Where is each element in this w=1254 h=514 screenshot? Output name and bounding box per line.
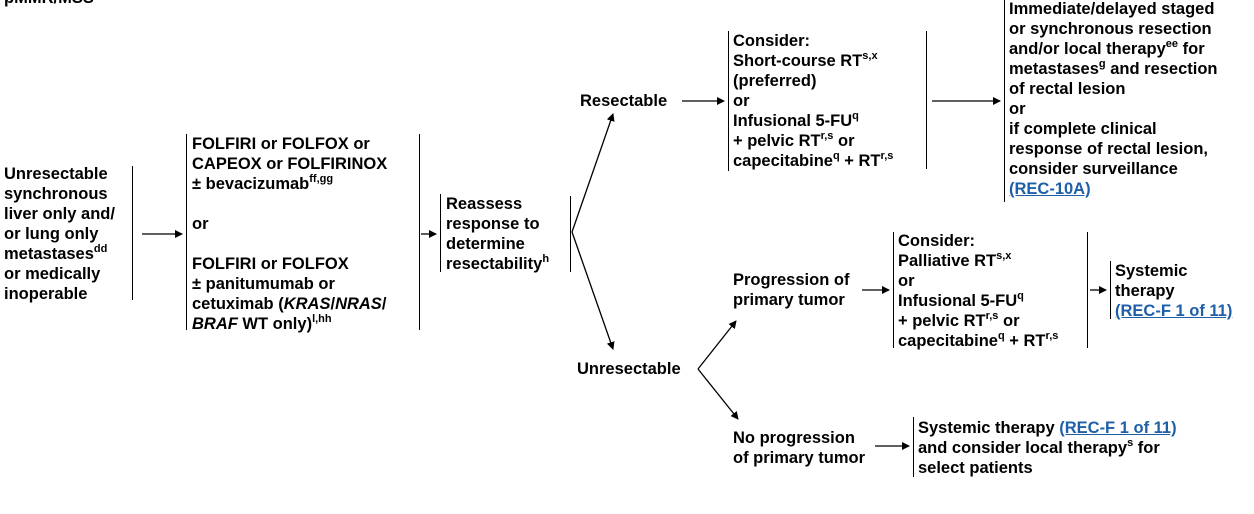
systemic-bottom-line: Systemic therapy (REC-F 1 of 11) bbox=[918, 419, 1177, 437]
no-progression-line: No progression bbox=[733, 429, 855, 447]
arrow-to-unresectable bbox=[571, 231, 615, 350]
outcome-line: metastasesg and resection bbox=[1009, 57, 1218, 78]
chemo-line: FOLFIRI or FOLFOX or bbox=[192, 135, 370, 153]
outcome-line: or bbox=[1009, 100, 1026, 118]
consider-mid-line: + pelvic RTr,s or bbox=[898, 309, 1020, 330]
chemo-options: FOLFIRI or FOLFOX or CAPEOX or FOLFIRINO… bbox=[192, 134, 387, 334]
systemic-bottom-box: Systemic therapy (REC-F 1 of 11) and con… bbox=[918, 418, 1177, 478]
chemo-line: ± panitumumab or bbox=[192, 275, 335, 293]
progression-line: primary tumor bbox=[733, 291, 845, 309]
outcome-line: consider surveillance bbox=[1009, 160, 1178, 178]
systemic-mid-bracket bbox=[1110, 261, 1111, 319]
outcome-top-box: Immediate/delayed staged or synchronous … bbox=[1009, 0, 1218, 199]
reassess-line: Reassess bbox=[446, 195, 523, 213]
consider-mid-line: or bbox=[898, 272, 915, 290]
consider-top-line: Short-course RTs,x bbox=[733, 49, 878, 70]
progression-line: Progression of bbox=[733, 271, 850, 289]
consider-top-bracket-right bbox=[926, 31, 927, 169]
progression-label: Progression of primary tumor bbox=[733, 270, 849, 310]
start-line: synchronous bbox=[4, 185, 108, 203]
rec-10a-link[interactable]: (REC-10A) bbox=[1009, 180, 1091, 198]
consider-top-line: + pelvic RTr,s or bbox=[733, 129, 855, 150]
chemo-line: ± bevacizumabff,gg bbox=[192, 172, 334, 193]
systemic-mid-line: Systemic bbox=[1115, 262, 1188, 280]
consider-mid-line: Consider: bbox=[898, 232, 976, 250]
reassess-line: determine bbox=[446, 235, 525, 253]
consider-mid-box: Consider: Palliative RTs,x or Infusional… bbox=[898, 231, 1058, 351]
reassess-line: resectabilityh bbox=[446, 252, 550, 273]
systemic-mid-line: therapy bbox=[1115, 282, 1175, 300]
consider-mid-line: Palliative RTs,x bbox=[898, 249, 1012, 270]
chemo-line: FOLFIRI or FOLFOX bbox=[192, 255, 349, 273]
reassess-bracket-right bbox=[570, 196, 571, 272]
arrow-to-resectable bbox=[571, 113, 615, 233]
rec-f-link-mid[interactable]: (REC-F 1 of 11) bbox=[1115, 302, 1233, 320]
consider-top-line: or bbox=[733, 92, 750, 110]
header-cut-text: pMMR/MSS bbox=[4, 0, 94, 8]
consider-top-line: Infusional 5-FUq bbox=[733, 109, 859, 130]
consider-mid-line: capecitabineq + RTr,s bbox=[898, 329, 1059, 350]
consider-top-box: Consider: Short-course RTs,x (preferred)… bbox=[733, 31, 893, 171]
chemo-line: cetuximab (KRAS/NRAS/ bbox=[192, 295, 387, 313]
start-line: or lung only bbox=[4, 225, 99, 243]
outcome-line: response of rectal lesion, bbox=[1009, 140, 1208, 158]
chemo-line: BRAF WT only)l,hh bbox=[192, 312, 332, 333]
start-bracket bbox=[132, 166, 133, 300]
unresectable-label: Unresectable bbox=[577, 360, 681, 378]
outcome-line: Immediate/delayed staged bbox=[1009, 0, 1215, 18]
consider-mid-bracket-left bbox=[893, 232, 894, 348]
start-line: liver only and/ bbox=[4, 205, 115, 223]
chemo-line: CAPEOX or FOLFIRINOX bbox=[192, 155, 388, 173]
consider-top-line: capecitabineq + RTr,s bbox=[733, 149, 894, 170]
chemo-or: or bbox=[192, 215, 209, 233]
consider-top-line: Consider: bbox=[733, 32, 811, 50]
systemic-bottom-line: and consider local therapys for bbox=[918, 436, 1160, 457]
rec-f-link-bottom[interactable]: (REC-F 1 of 11) bbox=[1059, 419, 1177, 437]
arrow-to-progression bbox=[697, 320, 737, 370]
start-line: or medically bbox=[4, 265, 101, 283]
outcome-line: or synchronous resection bbox=[1009, 20, 1212, 38]
consider-top-bracket-left bbox=[728, 31, 729, 171]
consider-mid-line: Infusional 5-FUq bbox=[898, 289, 1024, 310]
no-progression-label: No progression of primary tumor bbox=[733, 428, 865, 468]
outcome-line: of rectal lesion bbox=[1009, 80, 1126, 98]
start-condition: Unresectable synchronous liver only and/… bbox=[4, 164, 115, 304]
consider-mid-bracket-right bbox=[1087, 232, 1088, 348]
systemic-bottom-bracket bbox=[913, 417, 914, 477]
systemic-bottom-line: select patients bbox=[918, 459, 1033, 477]
start-line: metastasesdd bbox=[4, 242, 108, 263]
chemo-bracket-left bbox=[186, 134, 187, 330]
no-progression-line: of primary tumor bbox=[733, 449, 866, 467]
start-line: inoperable bbox=[4, 285, 88, 303]
reassess-bracket-left bbox=[440, 194, 441, 272]
start-line: Unresectable bbox=[4, 165, 108, 183]
reassess-box: Reassess response to determine resectabi… bbox=[446, 194, 549, 274]
arrow-to-no-progression bbox=[697, 368, 739, 420]
resectable-label: Resectable bbox=[580, 92, 668, 110]
systemic-mid-box: Systemic therapy (REC-F 1 of 11) bbox=[1115, 261, 1232, 321]
outcome-top-bracket bbox=[1004, 0, 1005, 202]
consider-top-line: (preferred) bbox=[733, 72, 817, 90]
chemo-bracket-right bbox=[419, 134, 420, 330]
reassess-line: response to bbox=[446, 215, 540, 233]
outcome-line: if complete clinical bbox=[1009, 120, 1157, 138]
outcome-line: and/or local therapyee for bbox=[1009, 37, 1205, 58]
